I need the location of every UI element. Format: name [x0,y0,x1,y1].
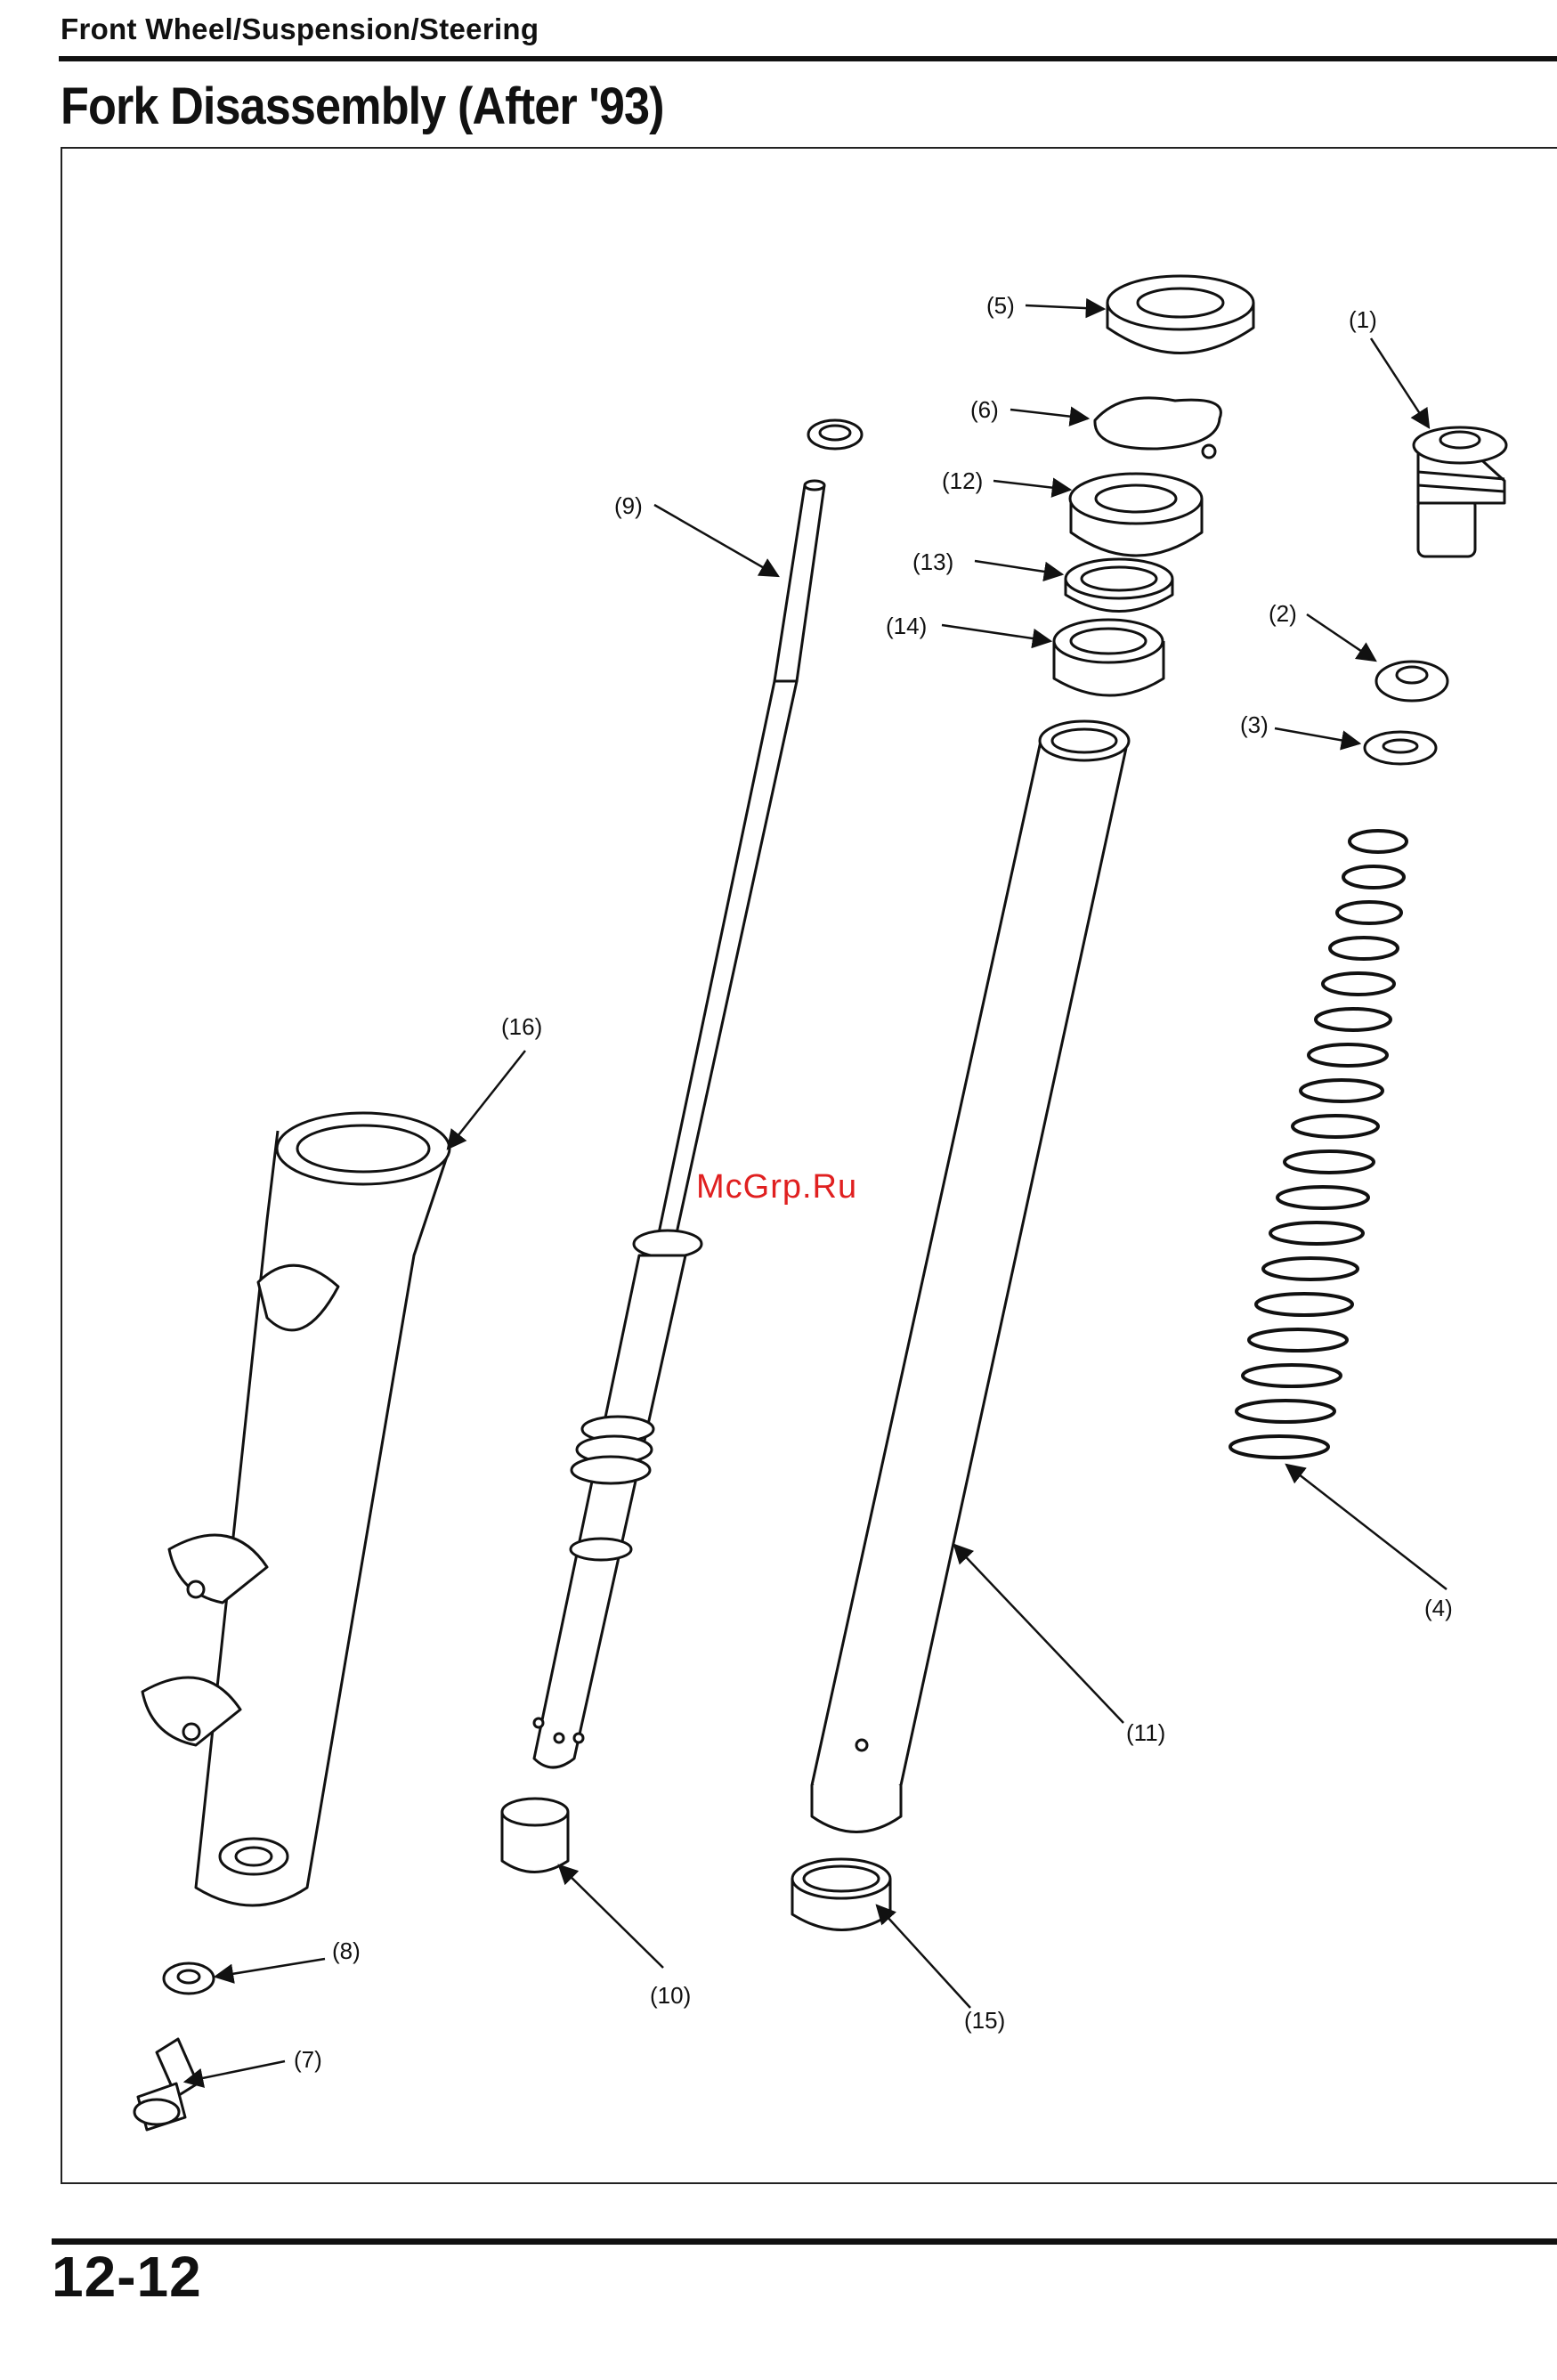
fork-tube [812,721,1129,1832]
callout-label: (16) [501,1013,542,1040]
footer-rule [52,2238,1557,2245]
callout-label: (8) [332,1937,361,1964]
stopper-ring [1095,398,1220,458]
callout-label: (4) [1424,1595,1453,1621]
oil-lock-piece [502,1799,568,1872]
guide-bushing [1054,620,1164,695]
slider-bushing [792,1859,890,1930]
callout-label: (12) [942,467,983,494]
sealing-washer [164,1963,214,1994]
callout-label: (3) [1240,711,1269,738]
fork-slider [142,1113,450,1905]
washer [1365,732,1436,764]
callout-label: (7) [294,2046,322,2073]
callout-label: (11) [1126,1719,1165,1746]
callout-label: (1) [1349,306,1377,333]
fork-cap-bolt [1414,427,1506,556]
callout-label: (9) [614,492,643,519]
oil-seal [1070,474,1202,556]
spring-seat [1376,662,1448,701]
callout-label: (6) [970,396,999,423]
callout-label: (13) [912,548,953,575]
back-up-ring [1066,559,1172,612]
callout-label: (10) [650,1982,691,2009]
rod-washer [808,420,862,449]
socket-bolt [134,2039,198,2130]
callout-label: (14) [886,613,927,639]
fork-spring [1230,831,1407,1458]
damper-rod [534,481,824,1767]
callout-label: (15) [964,2007,1005,2034]
callout-label: (5) [986,292,1015,319]
callout-label: (2) [1269,600,1297,627]
dust-seal [1107,276,1253,353]
watermark: McGrp.Ru [696,1168,857,1206]
page-number: 12-12 [52,2244,202,2310]
